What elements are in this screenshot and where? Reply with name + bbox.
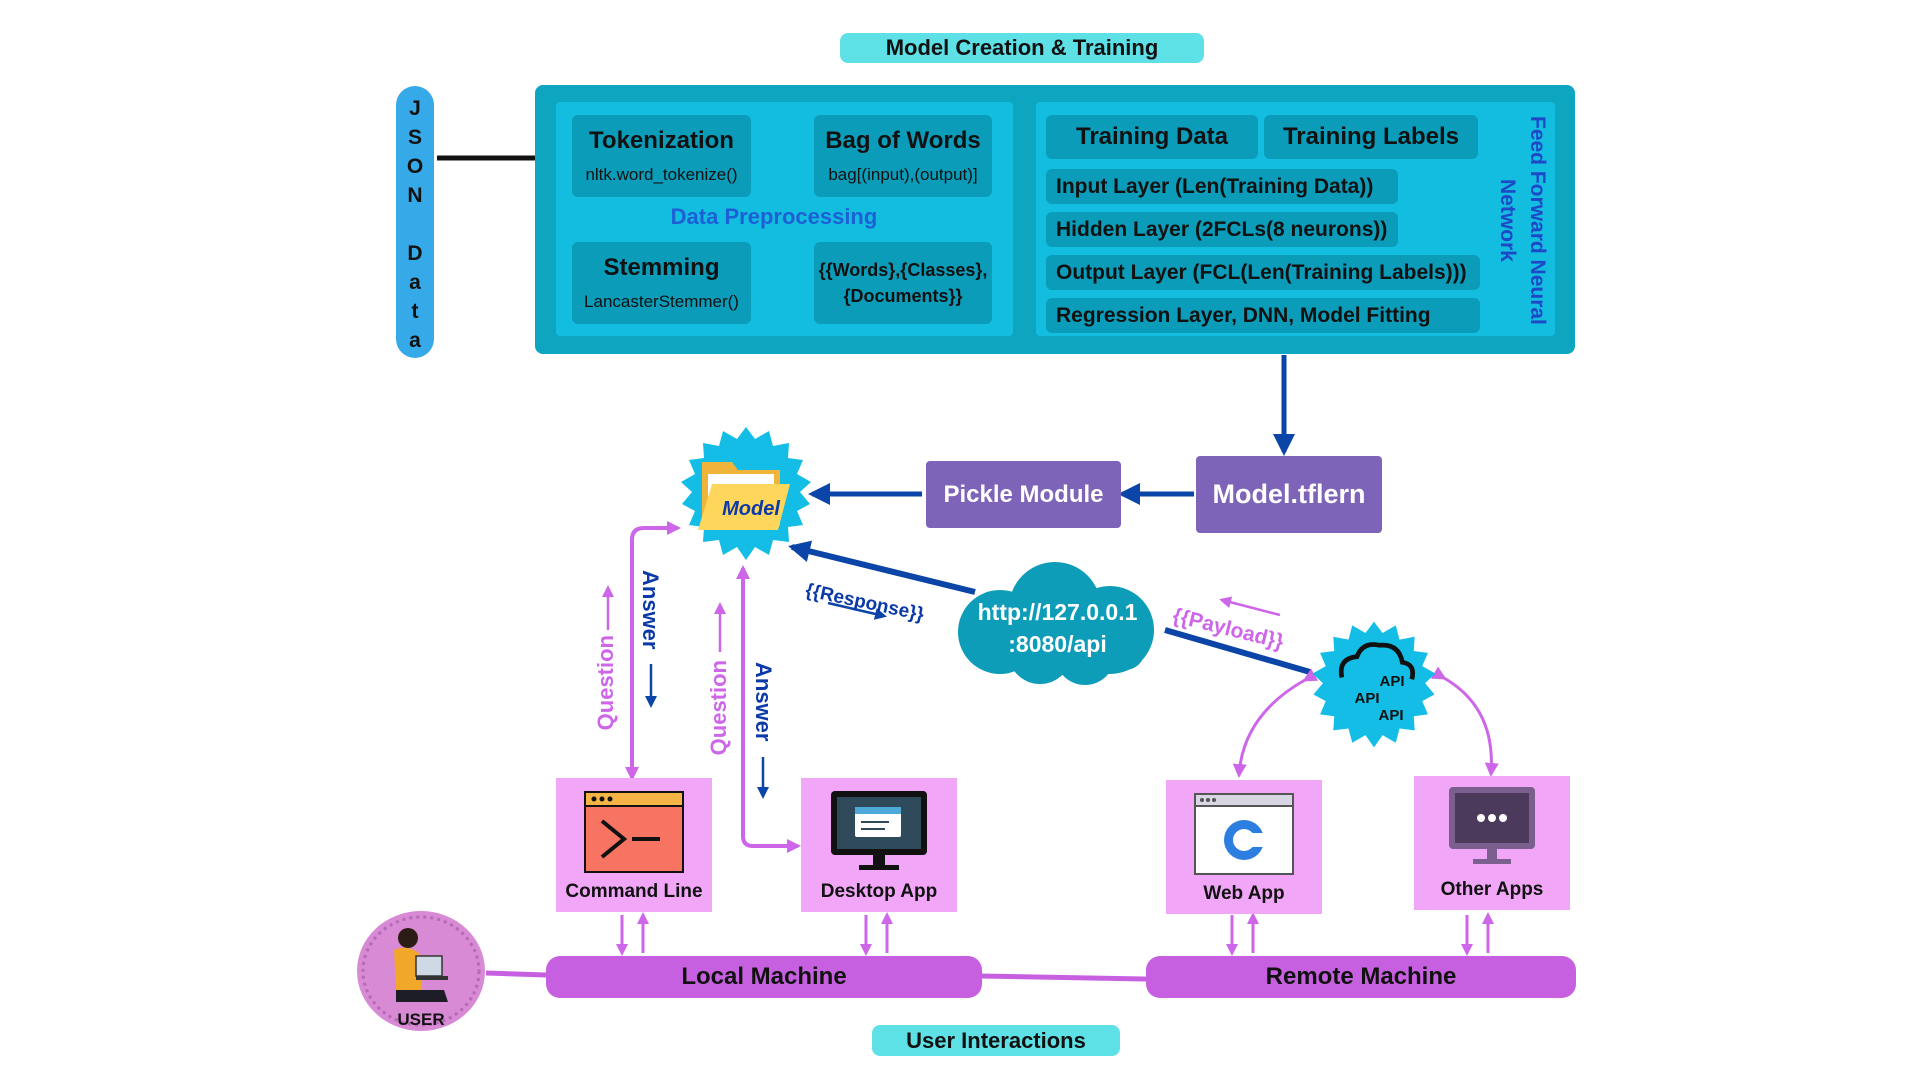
collections-box: {{Words},{Classes}, {Documents}} (814, 242, 992, 324)
preprocessing-label: Data Preprocessing (670, 204, 878, 229)
stemming-sub: LancasterStemmer() (584, 292, 739, 311)
user-label: USER (397, 1010, 445, 1029)
pickle-module-box: Pickle Module (926, 461, 1121, 528)
path-desktop-to-model (741, 570, 801, 853)
cloud-shape (958, 562, 1154, 685)
link-user-to-local (485, 970, 547, 978)
other-apps-monitor-icon (1449, 787, 1535, 864)
path-command-line-to-model (630, 521, 681, 776)
bag-of-words-title: Bag of Words (825, 127, 981, 154)
api-url-line2: :8080/api (1008, 631, 1107, 657)
bag-of-words-box: Bag of Words bag[(input),(output)] (814, 115, 992, 197)
link-local-to-remote (979, 973, 1147, 982)
link-api-to-cloud (1164, 627, 1311, 675)
folder-front (698, 484, 790, 530)
api-endpoint-cloud: http://127.0.0.1 :8080/api (945, 560, 1170, 685)
desktop-monitor-icon (831, 791, 927, 870)
tokenization-sub: nltk.word_tokenize() (585, 165, 738, 184)
model-badge: Model (672, 420, 820, 568)
network-label-wrap: Feed Forward Neural Network (1494, 110, 1552, 330)
network-label: Feed Forward Neural Network (1496, 115, 1549, 325)
cloud-outline-icon (1338, 642, 1416, 680)
tokenization-title: Tokenization (589, 127, 734, 154)
api-url-line1: http://127.0.0.1 (977, 599, 1138, 625)
stemming-box: Stemming LancasterStemmer() (572, 242, 751, 324)
path-api-to-web-app (1232, 668, 1319, 778)
remote-machine-bar: Remote Machine (1146, 956, 1576, 998)
web-app-card[interactable]: Web App (1166, 780, 1322, 914)
collections-line1: {{Words},{Classes}, (818, 260, 988, 280)
question-label-1: Question (593, 635, 618, 731)
terminal-icon (584, 791, 684, 873)
training-labels-box: Training Labels (1264, 115, 1478, 159)
section-title-training: Model Creation & Training (840, 33, 1204, 63)
user-avatar: USER (356, 910, 486, 1032)
api-badge-text: API API API (1334, 673, 1420, 724)
hidden-layer-box: Hidden Layer (2FCLs(8 neurons)) (1046, 212, 1398, 247)
collections-line2: {Documents}} (843, 286, 963, 306)
section-title-interactions: User Interactions (872, 1025, 1120, 1056)
desktop-app-card[interactable]: Desktop App (801, 778, 957, 912)
payload-direction-arrow (1219, 596, 1281, 617)
path-api-to-other-apps (1430, 666, 1499, 777)
model-file-box: Model.tflern (1196, 456, 1382, 533)
regression-layer-box: Regression Layer, DNN, Model Fitting (1046, 298, 1480, 333)
stemming-title: Stemming (603, 254, 720, 281)
command-line-card[interactable]: Command Line (556, 778, 712, 912)
api-word-3: API (1378, 707, 1404, 724)
api-url: http://127.0.0.1 :8080/api (945, 596, 1170, 660)
other-apps-label: Other Apps (1440, 879, 1544, 900)
model-badge-shape (681, 427, 811, 560)
desktop-app-label: Desktop App (820, 881, 938, 902)
arrow-cloud-to-model (788, 540, 976, 595)
input-layer-box: Input Layer (Len(Training Data)) (1046, 169, 1398, 204)
other-apps-card[interactable]: Other Apps (1414, 776, 1570, 910)
command-line-label: Command Line (565, 881, 703, 902)
local-machine-bar: Local Machine (546, 956, 982, 998)
response-direction-arrow (827, 601, 887, 620)
model-badge-label: Model (722, 498, 780, 520)
bag-of-words-sub: bag[(input),(output)] (828, 165, 978, 184)
tokenization-box: Tokenization nltk.word_tokenize() (572, 115, 751, 197)
api-word-2: API (1354, 690, 1380, 707)
web-app-label: Web App (1203, 883, 1285, 904)
api-badge: API API API (1304, 615, 1444, 755)
question-label-2: Question (706, 660, 731, 756)
api-badge-shape (1312, 621, 1436, 748)
answer-label-2: Answer (751, 662, 776, 742)
api-word-1: API (1379, 673, 1405, 690)
output-layer-box: Output Layer (FCL(Len(Training Labels))) (1046, 255, 1480, 290)
browser-icon (1194, 793, 1294, 875)
user-illustration (357, 911, 485, 1031)
training-data-box: Training Data (1046, 115, 1258, 159)
answer-label-1: Answer (638, 570, 663, 650)
